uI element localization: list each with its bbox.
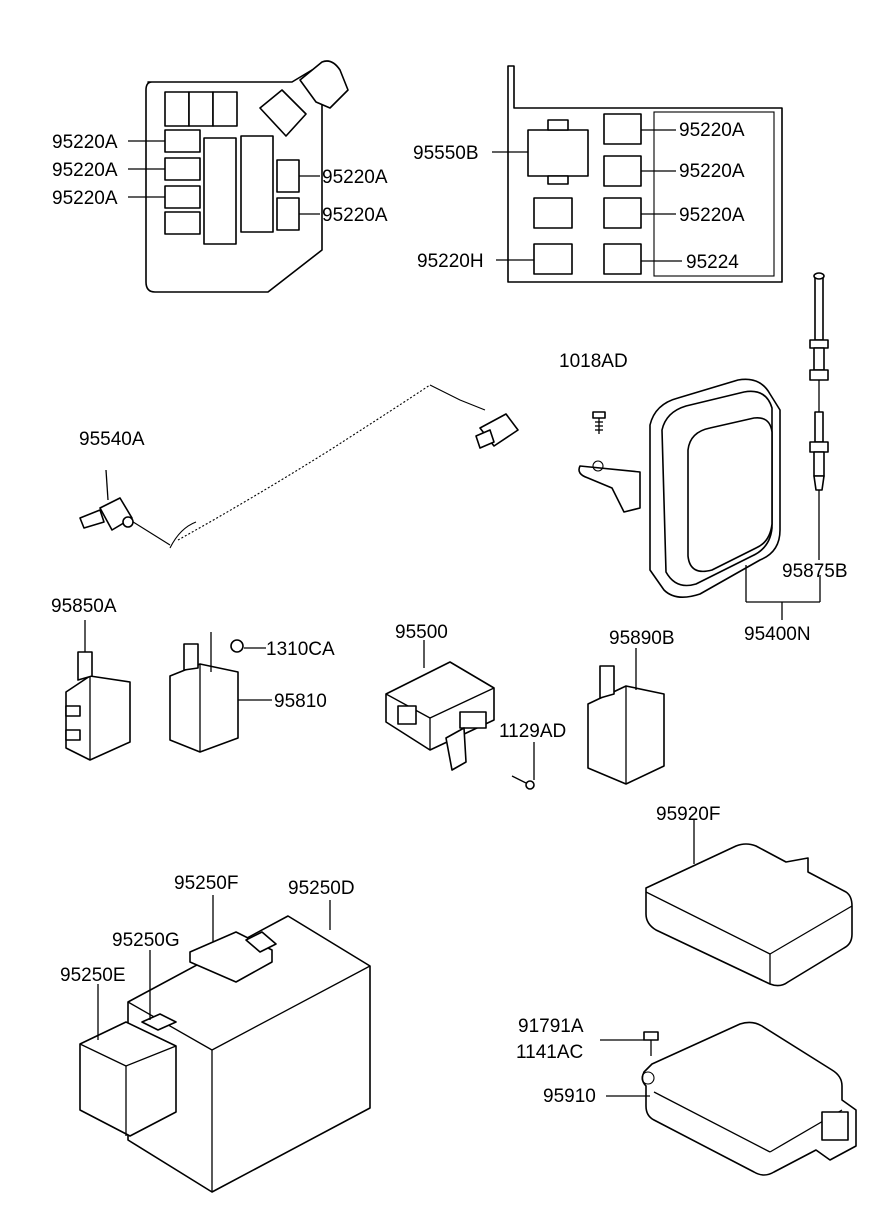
label-1129AD: 1129AD xyxy=(499,721,566,742)
label-95550B: 95550B xyxy=(413,143,479,164)
label-95850A: 95850A xyxy=(51,596,117,617)
label-95540A: 95540A xyxy=(79,429,145,450)
label-95224: 95224 xyxy=(686,252,739,273)
label-1310CA: 1310CA xyxy=(266,639,335,660)
relay-95850A: 95850A xyxy=(51,596,131,761)
label-95220A-8: 95220A xyxy=(679,205,745,226)
screw-1129AD: 1129AD xyxy=(499,721,566,790)
label-91791A: 91791A xyxy=(518,1016,584,1037)
label-95875B: 95875B xyxy=(782,561,848,582)
label-95890B: 95890B xyxy=(609,628,675,649)
label-95920F: 95920F xyxy=(656,804,720,825)
label-95500: 95500 xyxy=(395,622,448,643)
label-95220A-1: 95220A xyxy=(52,132,118,153)
label-95250D: 95250D xyxy=(288,878,355,899)
module-box-95400N: 95875B 95400N xyxy=(578,272,848,645)
label-95220A-6: 95220A xyxy=(679,120,745,141)
label-95220A-7: 95220A xyxy=(679,161,745,182)
module-95910: 91791A 1141AC 95910 xyxy=(516,1016,857,1176)
label-1141AC: 1141AC xyxy=(516,1042,583,1063)
label-95250G: 95250G xyxy=(112,930,180,951)
label-95220A-3: 95220A xyxy=(52,188,118,209)
screw-1018AD: 1018AD xyxy=(559,351,628,434)
fuse-box-left: 95220A 95220A 95220A 95220A 95220A xyxy=(52,60,388,293)
box-95250: 95250F 95250D 95250G 95250E xyxy=(60,873,371,1193)
label-95250E: 95250E xyxy=(60,965,126,986)
module-95920F: 95920F xyxy=(645,804,853,987)
unit-95500: 95500 xyxy=(385,622,495,771)
label-95250F: 95250F xyxy=(174,873,238,894)
label-95400N: 95400N xyxy=(744,624,811,645)
relay-95890B: 95890B xyxy=(587,628,675,785)
label-95220A-2: 95220A xyxy=(52,160,118,181)
relay-panel: 95550B 95220A 95220A 95220A 95220H 95224 xyxy=(413,65,783,283)
label-1018AD: 1018AD xyxy=(559,351,628,372)
relay-95810: 1310CA 95810 xyxy=(169,632,335,753)
label-95810: 95810 xyxy=(274,691,327,712)
label-95220H: 95220H xyxy=(417,251,484,272)
coil-cable: 95540A xyxy=(79,384,519,549)
label-95910: 95910 xyxy=(543,1086,596,1107)
label-95220A-4: 95220A xyxy=(322,167,388,188)
label-95220A-5: 95220A xyxy=(322,205,388,226)
